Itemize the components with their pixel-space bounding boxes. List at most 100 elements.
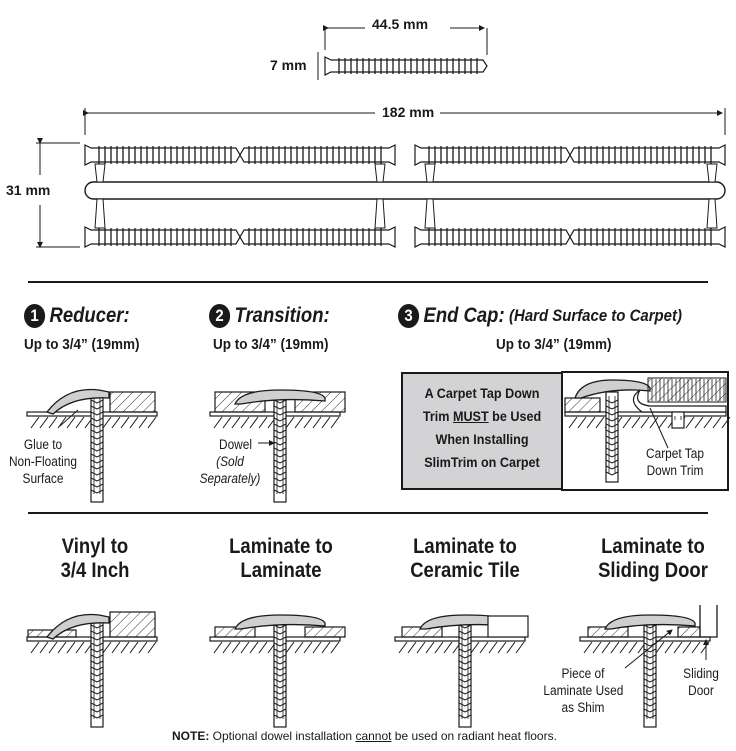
dowel [84,226,241,248]
dowel-rib [90,672,104,677]
subfloor-hatch [240,416,250,429]
dowel-rib [643,672,657,677]
dowel-body [414,144,571,166]
dowel-rib [273,696,287,701]
carpet-tap-leader [649,407,669,449]
dowel-rib [90,441,104,446]
trim-profile [604,614,696,630]
dowel-rib [605,459,619,464]
subfloor-hatch [488,641,498,654]
subfloor-hatch [120,416,130,429]
subfloor-hatch [129,416,139,429]
note-text: be used on radiant heat floors. [391,729,557,743]
subfloor-hatch [682,641,692,654]
dowel [671,411,685,429]
dowel-rib [90,648,104,653]
dowel-rib [458,684,472,689]
subfloor-hatch [330,416,340,429]
dowel-rib [273,447,287,452]
dowel [569,144,726,166]
dowel-rib [273,654,287,659]
dowel-rib [273,471,287,476]
warning-emphasis: MUST [452,408,489,424]
vinyl-drawing [26,611,158,728]
dowel-rib [90,411,104,416]
subfloor-hatch [258,416,268,429]
dowel-rib [643,708,657,713]
dowel-rib [90,624,104,629]
dowel-rib [273,690,287,695]
warning-line: A Carpet Tap Down [424,385,540,401]
section-endcap-subtitle: Up to 3/4” (19mm) [496,336,612,353]
subfloor-hatch [102,416,112,429]
dowel-rib [90,477,104,482]
rack-length-label: 182 mm [378,104,439,120]
subfloor-hatch [222,416,232,429]
subfloor-hatch [312,641,322,654]
warning-text-part: be Used [488,408,542,424]
dowel [324,56,488,76]
ceramic-drawing [394,614,526,728]
dowel-rib [90,489,104,494]
subfloor-hatch [231,641,241,654]
subfloor-hatch [658,416,668,429]
dowel-rib [458,690,472,695]
subfloor-hatch [30,641,40,654]
dowel-body [324,56,488,76]
dowel [273,391,287,503]
dowel-body [414,226,571,248]
subfloor-hatch [497,641,507,654]
dowel [239,226,396,248]
dowel-rib [643,690,657,695]
sold-separately-note: (Sold Separately) [199,454,261,486]
dowel-rib [273,441,287,446]
dowel-rib [273,429,287,434]
dowel-body [239,144,396,166]
dowel-rib [605,399,619,404]
dowel-rib [90,642,104,647]
subfloor-hatch [595,416,605,429]
note-emphasis: cannot [355,729,392,743]
reducer-profile [45,388,110,415]
dowel-rib [643,630,657,635]
dowel-rib [605,435,619,440]
dowel-rib [643,678,657,683]
subfloor-hatch [231,416,241,429]
dowel-rib [90,630,104,635]
dowel-rib [90,435,104,440]
subfloor-hatch [102,641,112,654]
dowel-rib [90,483,104,488]
dowel-rib [605,411,619,416]
subfloor-hatch [66,416,76,429]
dowel-rib [605,423,619,428]
subfloor-hatch [506,641,516,654]
rack-strut [374,163,386,229]
dowel-rib [605,429,619,434]
subfloor-hatch [407,641,417,654]
dowel-rib [605,447,619,452]
subfloor-hatch [691,641,701,654]
dowel-rib [273,459,287,464]
shim-leader [624,629,673,669]
dowel [643,616,657,728]
dowel-rib [273,678,287,683]
step-number-badge: 1 [24,304,46,328]
subfloor-hatch [330,641,340,654]
carpet-tap-down-trim [632,389,727,413]
sliding-door-callout: Sliding Door [683,666,719,698]
subfloor-hatch [294,416,304,429]
subfloor-hatch [120,641,130,654]
dowel-rib [90,417,104,422]
flooring-plank [109,391,156,413]
glue-callout: Glue to Non-Floating Surface [8,437,78,486]
section-reducer-subtitle: Up to 3/4” (19mm) [24,336,140,353]
dowel-rib [273,708,287,713]
dowel-rib [273,417,287,422]
dowel-body [239,226,396,248]
subfloor-hatch [39,641,49,654]
dowel-rib [90,405,104,410]
subfloor-hatch [515,641,525,654]
dowel-rib [90,447,104,452]
app-ceramic-title: Laminate to Ceramic Tile [410,535,520,582]
